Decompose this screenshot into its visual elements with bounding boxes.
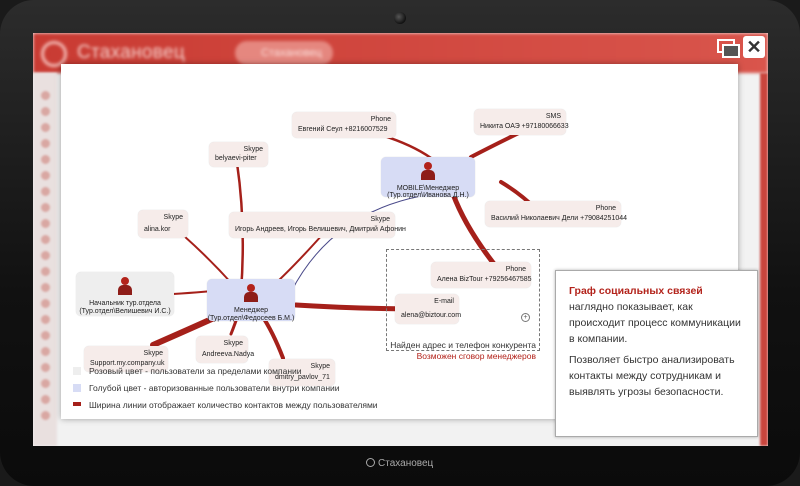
info-highlight: Граф социальных связей — [569, 285, 703, 297]
sidebar-dot-icon[interactable] — [41, 171, 50, 180]
person-icon — [420, 162, 436, 180]
node-mobile-manager[interactable]: MOBILE\Менеджер (Тур.отдел\Иванова Д.Н.) — [381, 157, 475, 199]
app-right-strip — [760, 73, 768, 446]
sidebar-dot-icon[interactable] — [41, 283, 50, 292]
legend-item: Розовый цвет - пользователи за пределами… — [73, 366, 302, 376]
legend-swatch — [73, 367, 81, 375]
legend-text: Розовый цвет - пользователи за пределами… — [89, 366, 302, 376]
node-manager[interactable]: Менеджер (Тур.отдел\Федосеев Б.М.) — [207, 279, 295, 322]
annotation-found: Найден адрес и телефон конкурента — [390, 340, 536, 350]
sidebar-dot-icon[interactable] — [41, 411, 50, 420]
legend-swatch — [73, 402, 81, 406]
node-chief[interactable]: Начальник тур.отдела (Тур.отдел\Велишеви… — [76, 272, 174, 316]
legend-swatch — [73, 384, 81, 392]
expand-icon[interactable]: + — [521, 313, 530, 322]
person-icon — [243, 284, 259, 302]
app-header-button[interactable]: Стахановец — [235, 41, 333, 65]
annotation-collusion: Возможен сговор менеджеров — [416, 351, 536, 361]
sidebar-dot-icon[interactable] — [41, 315, 50, 324]
legend-item: Голубой цвет - авторизованные пользовате… — [73, 383, 340, 393]
edge — [450, 191, 501, 272]
sidebar-dot-icon[interactable] — [41, 299, 50, 308]
person-icon — [117, 277, 133, 295]
sidebar-dot-icon[interactable] — [41, 379, 50, 388]
suspicious-contacts-box — [386, 249, 540, 351]
sidebar-dot-icon[interactable] — [41, 235, 50, 244]
info-paragraph-1: Граф социальных связей наглядно показыва… — [569, 283, 749, 347]
sidebar-dot-icon[interactable] — [41, 187, 50, 196]
app-header-button-label: Стахановец — [261, 47, 322, 59]
sidebar-dot-icon[interactable] — [41, 251, 50, 260]
app-logo-text: Стахановец — [77, 42, 186, 63]
restore-window-icon[interactable] — [715, 37, 741, 59]
legend-text: Ширина линии отображает количество конта… — [89, 400, 378, 410]
info-callout: Граф социальных связей наглядно показыва… — [555, 270, 758, 437]
sidebar-dot-icon[interactable] — [41, 363, 50, 372]
app-logo-icon — [41, 41, 67, 67]
info-paragraph-2: Позволяет быстро анализировать контакты … — [569, 354, 735, 398]
sidebar-dot-icon[interactable] — [41, 91, 50, 100]
sidebar-dot-icon[interactable] — [41, 155, 50, 164]
sidebar-dot-icon[interactable] — [41, 203, 50, 212]
brand-footer-text: Стахановец — [378, 458, 434, 469]
app-sidebar — [33, 73, 57, 446]
sidebar-dot-icon[interactable] — [41, 139, 50, 148]
sidebar-dot-icon[interactable] — [41, 267, 50, 276]
brand-footer: Стахановец — [366, 458, 433, 469]
sidebar-dot-icon[interactable] — [41, 107, 50, 116]
legend-text: Голубой цвет - авторизованные пользовате… — [89, 383, 340, 393]
sidebar-dot-icon[interactable] — [41, 395, 50, 404]
sidebar-dot-icon[interactable] — [41, 331, 50, 340]
close-window-button[interactable]: ✕ — [743, 36, 765, 58]
sidebar-dot-icon[interactable] — [41, 347, 50, 356]
camera-icon — [394, 12, 406, 24]
legend-item: Ширина линии отображает количество конта… — [73, 400, 378, 410]
brand-logo-icon — [366, 458, 375, 467]
info-text: наглядно показывает, как происходит проц… — [569, 301, 741, 345]
screen: Стахановец Стахановец — [33, 33, 768, 446]
sidebar-dot-icon[interactable] — [41, 219, 50, 228]
sidebar-dot-icon[interactable] — [41, 123, 50, 132]
